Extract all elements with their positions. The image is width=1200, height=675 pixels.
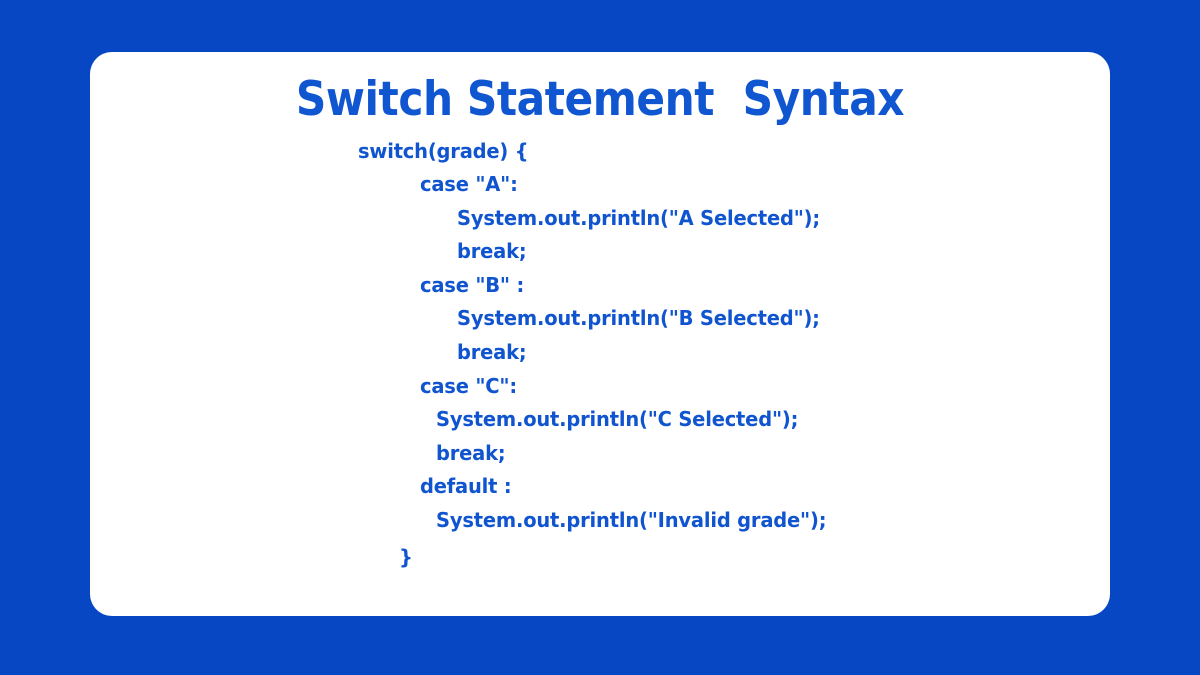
code-line: break; (457, 340, 527, 364)
code-line: break; (436, 441, 506, 465)
code-line: switch(grade) { (358, 139, 529, 163)
code-line: case "A": (420, 172, 518, 196)
code-line: System.out.println("B Selected"); (457, 306, 820, 330)
code-line: System.out.println("C Selected"); (436, 407, 799, 431)
code-line: System.out.println("Invalid grade"); (436, 508, 827, 532)
code-line: System.out.println("A Selected"); (457, 206, 821, 230)
code-line: break; (457, 239, 527, 263)
content-card: Switch Statement Syntax switch(grade) { c… (90, 52, 1110, 616)
code-line: default : (420, 474, 512, 498)
code-line: case "C": (420, 374, 517, 398)
code-line: case "B" : (420, 273, 525, 297)
code-line: } (399, 545, 413, 569)
code-block: switch(grade) { case "A": System.out.print… (90, 138, 1110, 608)
page-title: Switch Statement Syntax (295, 72, 905, 127)
